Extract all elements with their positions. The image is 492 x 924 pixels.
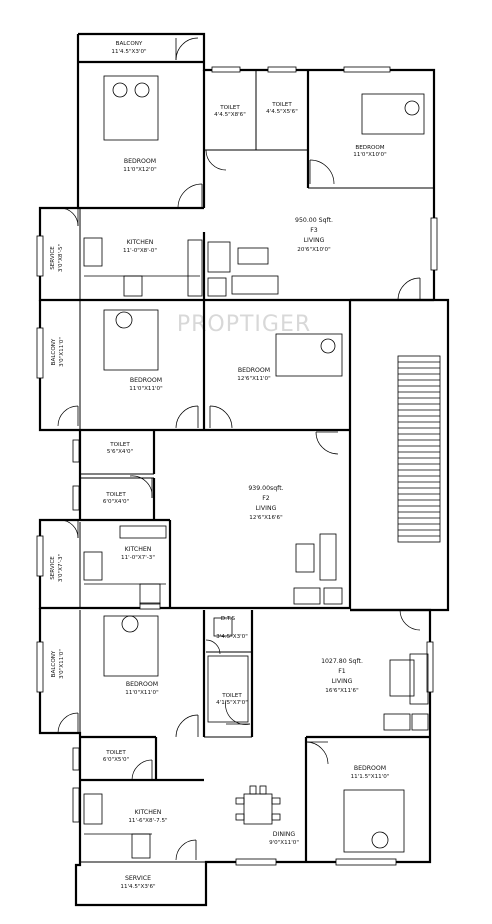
table-icon	[237, 247, 269, 265]
f1-toilet-1-size: 4'1.5"X7'0"	[216, 700, 248, 706]
sofa-icon	[389, 659, 415, 697]
f2-living-label: LIVING	[256, 505, 277, 512]
f3-area: 950.00 Sqft.	[295, 217, 333, 224]
f2-bedroom-left-label: BEDROOM	[130, 377, 162, 384]
f2-toilet-2-label: TOILET	[105, 492, 126, 498]
f2-kitchen-label: KITCHEN	[125, 546, 152, 553]
f3-bedroom-left-size: 11'0"X12'0"	[123, 167, 157, 173]
f1-flat-number: F1	[338, 668, 346, 675]
f2-living-size: 12'6"X16'6"	[249, 515, 283, 521]
f3-service-size: 3'0"X8'-5"	[58, 243, 64, 272]
f1-dining-size: 9'0"X11'0"	[269, 840, 299, 846]
f3-bedroom-right-label: BEDROOM	[355, 145, 384, 151]
f1-living-label: LIVING	[332, 678, 353, 685]
bed-icon	[103, 615, 159, 677]
f1-living-size: 16'6"X11'6"	[325, 688, 359, 694]
watermark-text: PROPTIGER	[177, 312, 311, 337]
f3-kitchen-size: 11'-0"X8'-0"	[123, 248, 157, 254]
f1-service-size: 11'4.5"X3'6"	[120, 884, 156, 890]
f3-balcony-label: BALCONY	[116, 41, 143, 47]
bed-icon	[103, 309, 159, 371]
bed-icon	[275, 333, 343, 377]
f1-area: 1027.80 Sqft.	[321, 658, 363, 665]
f1-dts-size: 3'4.5"X3'0"	[216, 634, 248, 640]
f3-toilet-2-size: 4'4.5"X5'6"	[266, 109, 298, 115]
f1-dts-label: D.T.S	[221, 616, 236, 622]
f1-service-label: SERVICE	[125, 875, 151, 882]
f1-balcony-label: BALCONY	[51, 650, 57, 677]
flat-f2-labels: BALCONY 3'0"X11'0" BEDROOM 11'0"X11'0" B…	[50, 337, 284, 583]
f1-toilet-2-size: 6'0"X5'0"	[103, 757, 130, 763]
f2-kitchen-size: 11'-0"X7'-3"	[121, 555, 155, 561]
stove-icon	[139, 583, 161, 605]
flat-f3-labels: BALCONY 11'4.5"X3'0" BEDROOM 11'0"X12'0"…	[50, 41, 387, 272]
f2-flat-number: F2	[262, 495, 270, 502]
furniture	[83, 75, 429, 859]
f3-toilet-1-label: TOILET	[219, 105, 240, 111]
f3-toilet-1-size: 4'4.5"X8'6"	[214, 112, 246, 118]
windows	[36, 66, 438, 866]
f2-balcony-label: BALCONY	[51, 338, 57, 365]
sink-icon	[83, 793, 103, 825]
f2-toilet-2-size: 6'0"X4'0"	[103, 499, 130, 505]
doors	[57, 37, 421, 861]
sofa-icon	[383, 713, 411, 731]
dining-table-icon	[243, 793, 273, 825]
f3-kitchen-label: KITCHEN	[127, 239, 154, 246]
flat-f1-labels: D.T.S 3'4.5"X3'0" BALCONY 3'0"X11'0" BED…	[51, 616, 390, 890]
bed-icon	[103, 75, 159, 141]
f3-balcony-size: 11'4.5"X3'0"	[111, 49, 147, 55]
stove-icon	[123, 275, 143, 297]
f1-kitchen-label: KITCHEN	[135, 809, 162, 816]
f3-living-label: LIVING	[304, 237, 325, 244]
bed-icon	[343, 789, 405, 853]
sink-icon	[83, 237, 103, 267]
staircase	[397, 355, 441, 543]
toilet-icon	[213, 617, 233, 637]
f2-bedroom-right-size: 12'6"X11'0"	[237, 376, 271, 382]
f2-bedroom-left-size: 11'0"X11'0"	[129, 386, 163, 392]
f1-bedroom-left-size: 11'0"X11'0"	[125, 690, 159, 696]
f3-toilet-2-label: TOILET	[271, 102, 292, 108]
f2-area: 939.00sqft.	[248, 485, 283, 492]
f3-flat-number: F3	[310, 227, 318, 234]
sink-icon	[83, 551, 103, 581]
f1-balcony-size: 3'0"X11'0"	[59, 649, 65, 679]
sofa-icon	[207, 241, 231, 273]
f1-kitchen-size: 11'-6"X8'-7.5"	[128, 818, 168, 824]
f2-service-label: SERVICE	[50, 556, 56, 580]
f3-bedroom-left-label: BEDROOM	[124, 158, 156, 165]
f2-service-size: 3'0"X7'-3"	[58, 553, 64, 582]
sofa-icon	[319, 533, 337, 581]
sofa-icon	[293, 587, 321, 605]
f2-toilet-1-label: TOILET	[109, 442, 130, 448]
f1-toilet-2-label: TOILET	[105, 750, 126, 756]
sofa-icon	[231, 275, 279, 295]
f3-service-label: SERVICE	[50, 246, 56, 270]
bed-icon	[361, 93, 425, 135]
f1-dining-label: DINING	[273, 831, 296, 838]
f3-living-size: 20'6"X10'0"	[297, 247, 331, 253]
f1-bedroom-right-size: 11'1.5"X11'0"	[351, 774, 390, 780]
f2-toilet-1-size: 5'6"X4'0"	[107, 449, 134, 455]
f1-bedroom-right-label: BEDROOM	[354, 765, 386, 772]
f2-bedroom-right-label: BEDROOM	[238, 367, 270, 374]
f1-toilet-1-label: TOILET	[221, 693, 242, 699]
internal-walls	[78, 60, 434, 863]
stove-icon	[131, 833, 151, 859]
f3-bedroom-right-size: 11'0"X10'0"	[353, 152, 387, 158]
table-icon	[295, 543, 315, 573]
f2-balcony-size: 3'0"X11'0"	[59, 337, 65, 367]
f1-bedroom-left-label: BEDROOM	[126, 681, 158, 688]
